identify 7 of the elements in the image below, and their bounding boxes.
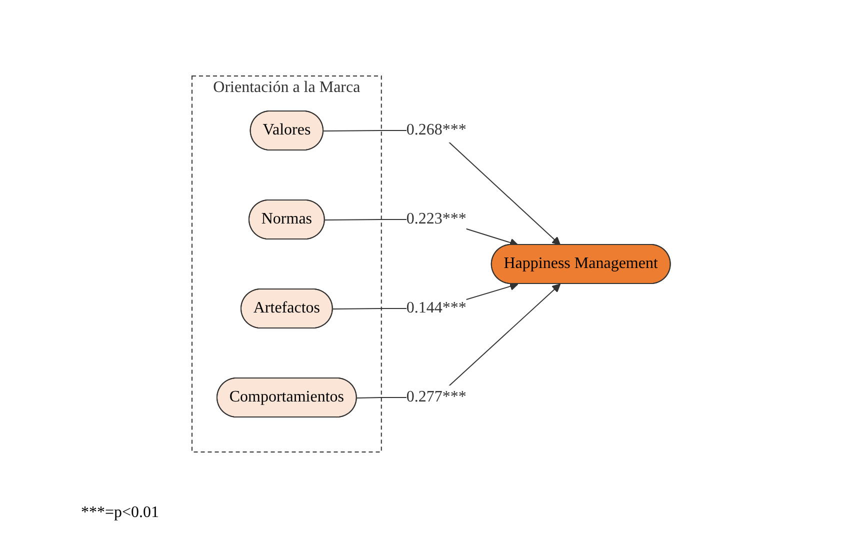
significance-note: ***=p<0.01 xyxy=(81,504,160,520)
arrow xyxy=(322,130,560,245)
edge-label: 0.223*** xyxy=(406,210,466,227)
edge-label: 0.268*** xyxy=(406,121,466,138)
edge-label: 0.277*** xyxy=(406,388,466,405)
arrow xyxy=(356,283,560,398)
edge-label: 0.144*** xyxy=(406,299,466,316)
